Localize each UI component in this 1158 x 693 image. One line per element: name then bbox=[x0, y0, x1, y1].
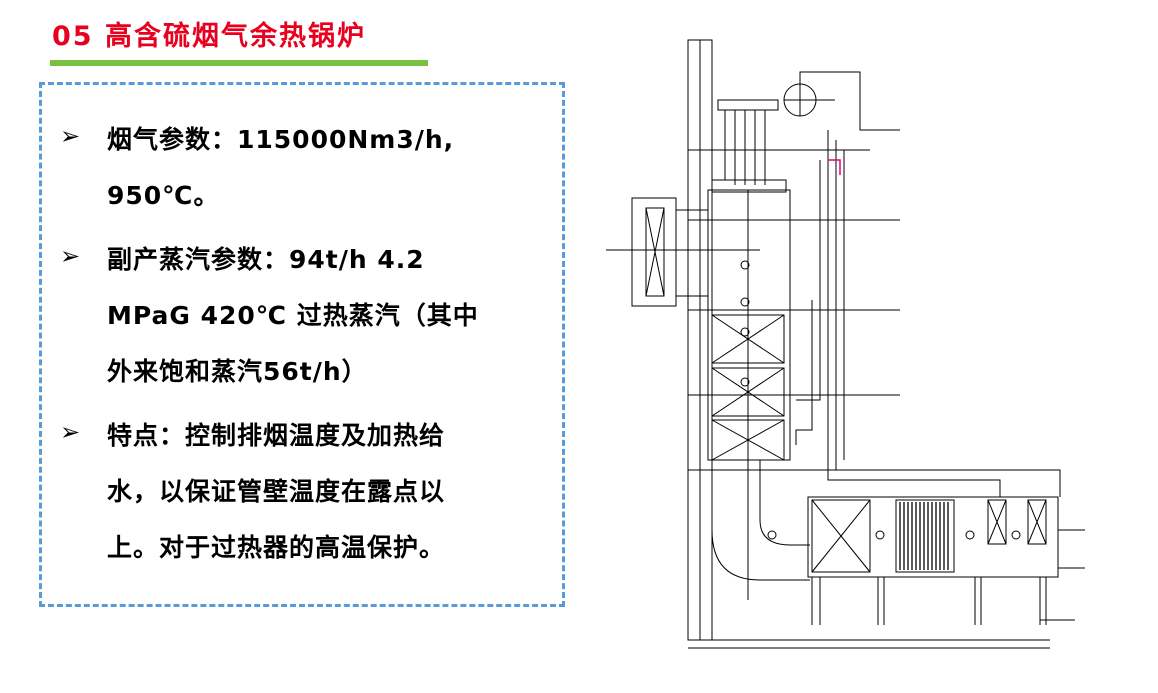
bullet-marker: ➢ bbox=[60, 122, 81, 150]
bullet-1-line-2: 950℃。 bbox=[107, 181, 220, 210]
bullet-2-line-3: 外来饱和蒸汽56t/h） bbox=[107, 357, 368, 386]
title-underline bbox=[50, 60, 428, 66]
bullet-3-line-1: 特点：控制排烟温度及加热给 bbox=[107, 421, 446, 450]
bullet-1-line-1: 烟气参数：115000Nm3/h, bbox=[107, 125, 455, 154]
bullet-2-line-1: 副产蒸汽参数：94t/h 4.2 bbox=[107, 245, 425, 274]
boiler-drawing bbox=[606, 39, 1085, 649]
bullet-marker: ➢ bbox=[60, 242, 81, 270]
text-box bbox=[39, 82, 565, 607]
bullet-2-line-2: MPaG 420℃ 过热蒸汽（其中 bbox=[107, 301, 479, 330]
bullet-marker: ➢ bbox=[60, 418, 81, 446]
bullet-3-line-2: 水，以保证管壁温度在露点以 bbox=[107, 477, 446, 506]
bullet-3-line-3: 上。对于过热器的高温保护。 bbox=[107, 533, 446, 562]
page-title: 05 高含硫烟气余热锅炉 bbox=[52, 21, 366, 52]
